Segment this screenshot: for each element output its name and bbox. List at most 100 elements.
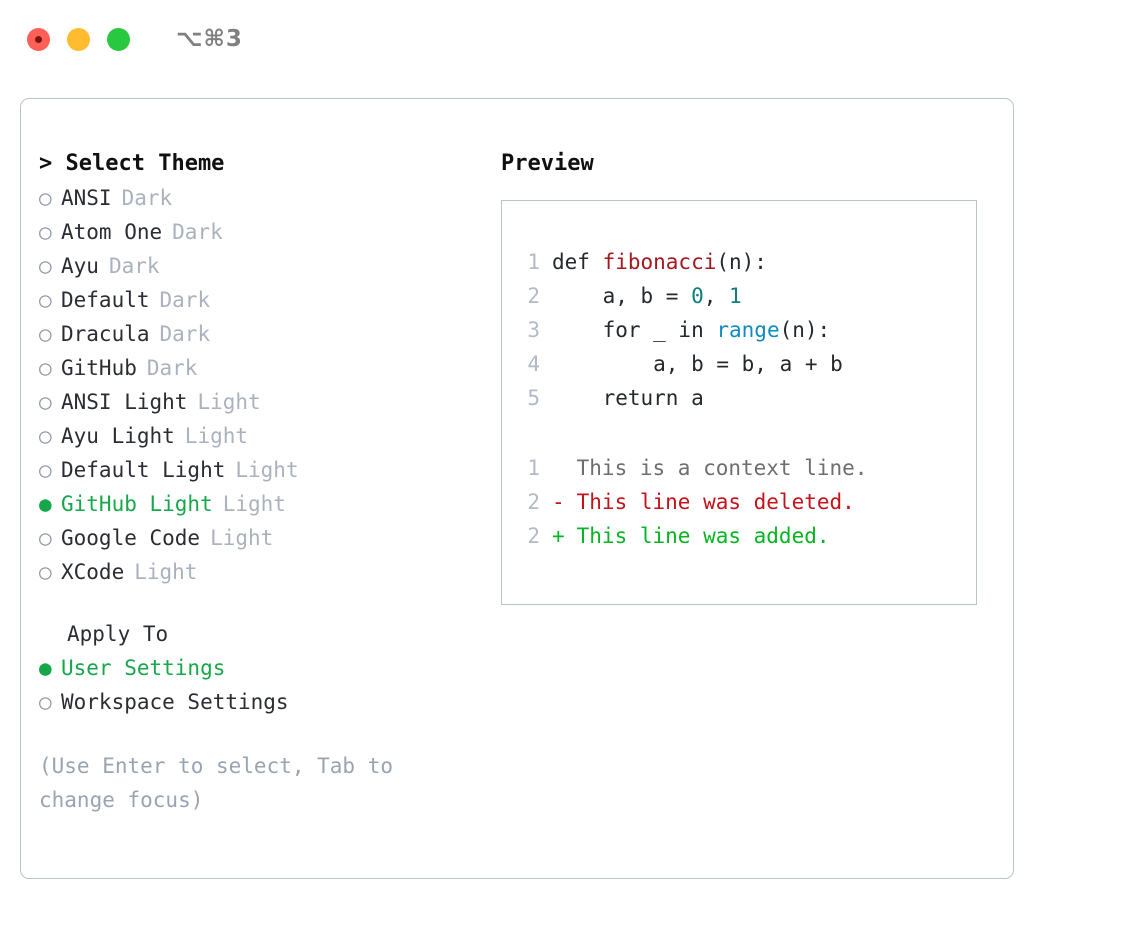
radio-unselected-icon: ○ bbox=[39, 288, 52, 312]
code-line: 4 a, b = b, a + b bbox=[502, 347, 976, 381]
theme-option-label: Atom One bbox=[61, 220, 163, 244]
radio-unselected-icon: ○ bbox=[39, 254, 52, 278]
theme-option-label: Dracula bbox=[61, 322, 150, 346]
theme-option-github[interactable]: ○ GitHub Dark bbox=[39, 351, 479, 385]
theme-variant-tag: Light bbox=[197, 390, 261, 414]
theme-option-dracula[interactable]: ○ Dracula Dark bbox=[39, 317, 479, 351]
apply-to-option-user-settings[interactable]: ● User Settings bbox=[39, 651, 479, 685]
apply-to-header: Apply To bbox=[67, 622, 169, 646]
theme-option-default-light[interactable]: ○ Default Light Light bbox=[39, 453, 479, 487]
diff-sample: 1 This is a context line.2- This line wa… bbox=[502, 451, 976, 553]
theme-variant-tag: Light bbox=[134, 560, 198, 584]
preview-title: Preview bbox=[501, 151, 594, 176]
code-token: 1 bbox=[729, 284, 742, 308]
code-token: for _ in bbox=[552, 318, 717, 342]
list-spacer bbox=[39, 589, 479, 617]
code-token: (n): bbox=[779, 318, 831, 342]
code-token: a, b = bbox=[552, 284, 692, 308]
code-token: range bbox=[716, 318, 780, 342]
code-token: 0 bbox=[691, 284, 704, 308]
radio-unselected-icon: ○ bbox=[39, 390, 52, 414]
theme-option-atom-one[interactable]: ○ Atom One Dark bbox=[39, 215, 479, 249]
code-token: fibonacci bbox=[602, 250, 717, 274]
title-bar: ⌥⌘3 bbox=[0, 0, 1140, 78]
radio-selected-icon: ● bbox=[39, 492, 52, 516]
theme-option-label: Default Light bbox=[61, 458, 226, 482]
radio-unselected-icon: ○ bbox=[39, 526, 52, 550]
diff-line-number: 1 bbox=[527, 456, 540, 480]
theme-option-google-code[interactable]: ○ Google Code Light bbox=[39, 521, 479, 555]
theme-option-label: Ayu bbox=[61, 254, 99, 278]
diff-line-context: 1 This is a context line. bbox=[502, 451, 976, 485]
theme-variant-tag: Dark bbox=[146, 356, 198, 380]
theme-option-label: GitHub Light bbox=[61, 492, 213, 516]
theme-variant-tag: Dark bbox=[159, 322, 211, 346]
diff-line-text: This line was deleted. bbox=[564, 490, 855, 514]
diff-marker-icon bbox=[552, 451, 564, 485]
theme-option-label: XCode bbox=[61, 560, 125, 584]
theme-option-label: Default bbox=[61, 288, 150, 312]
code-token: def bbox=[552, 250, 603, 274]
code-line: 2 a, b = 0, 1 bbox=[502, 279, 976, 313]
code-line: 3 for _ in range(n): bbox=[502, 313, 976, 347]
window-title: ⌥⌘3 bbox=[176, 26, 243, 52]
code-line-number: 1 bbox=[527, 250, 540, 274]
code-diff-separator bbox=[502, 415, 976, 451]
radio-unselected-icon: ○ bbox=[39, 458, 52, 482]
radio-unselected-icon: ○ bbox=[39, 220, 52, 244]
code-token: , bbox=[703, 284, 730, 308]
theme-variant-tag: Dark bbox=[121, 186, 173, 210]
theme-variant-tag: Light bbox=[235, 458, 299, 482]
theme-variant-tag: Light bbox=[210, 526, 274, 550]
diff-line-number: 2 bbox=[527, 524, 540, 548]
radio-unselected-icon: ○ bbox=[39, 186, 52, 210]
radio-unselected-icon: ○ bbox=[39, 322, 52, 346]
theme-variant-tag: Light bbox=[222, 492, 286, 516]
theme-option-label: GitHub bbox=[61, 356, 137, 380]
radio-unselected-icon: ○ bbox=[39, 424, 52, 448]
minimize-window-button[interactable] bbox=[67, 27, 90, 51]
maximize-window-button[interactable] bbox=[107, 27, 130, 51]
apply-to-list[interactable]: ● User Settings ○Workspace Settings bbox=[39, 651, 479, 719]
keyboard-hint: (Use Enter to select, Tab to change focu… bbox=[39, 754, 394, 812]
diff-line-number: 2 bbox=[527, 490, 540, 514]
theme-option-ansi[interactable]: ○ ANSI Dark bbox=[39, 181, 479, 215]
theme-option-label: ANSI Light bbox=[61, 390, 188, 414]
traffic-light-controls bbox=[27, 27, 130, 51]
select-theme-header: > Select Theme bbox=[39, 151, 225, 176]
code-line-number: 2 bbox=[527, 284, 540, 308]
apply-to-option-workspace-settings[interactable]: ○Workspace Settings bbox=[39, 685, 479, 719]
theme-option-label: Google Code bbox=[61, 526, 201, 550]
diff-line-text: This is a context line. bbox=[564, 456, 868, 480]
theme-option-github-light[interactable]: ● GitHub Light Light bbox=[39, 487, 479, 521]
radio-unselected-icon: ○ bbox=[39, 356, 52, 380]
theme-option-xcode[interactable]: ○ XCode Light bbox=[39, 555, 479, 589]
close-window-button[interactable] bbox=[27, 27, 50, 51]
diff-line-added: 2+ This line was added. bbox=[502, 519, 976, 553]
radio-unselected-icon: ○ bbox=[39, 560, 52, 584]
diff-line-text: This line was added. bbox=[564, 524, 830, 548]
theme-option-label: ANSI bbox=[61, 186, 112, 210]
theme-option-label: Ayu Light bbox=[61, 424, 175, 448]
code-token: a, b = b, a + b bbox=[552, 352, 843, 376]
diff-line-deleted: 2- This line was deleted. bbox=[502, 485, 976, 519]
radio-selected-icon: ● bbox=[39, 656, 52, 680]
theme-option-ansi-light[interactable]: ○ ANSI Light Light bbox=[39, 385, 479, 419]
theme-variant-tag: Dark bbox=[172, 220, 223, 244]
code-line-number: 5 bbox=[527, 386, 540, 410]
theme-option-ayu-light[interactable]: ○ Ayu Light Light bbox=[39, 419, 479, 453]
apply-to-option-label: User Settings bbox=[61, 656, 226, 680]
radio-unselected-icon: ○ bbox=[39, 690, 52, 714]
code-line-number: 3 bbox=[527, 318, 540, 342]
theme-variant-tag: Light bbox=[184, 424, 249, 448]
